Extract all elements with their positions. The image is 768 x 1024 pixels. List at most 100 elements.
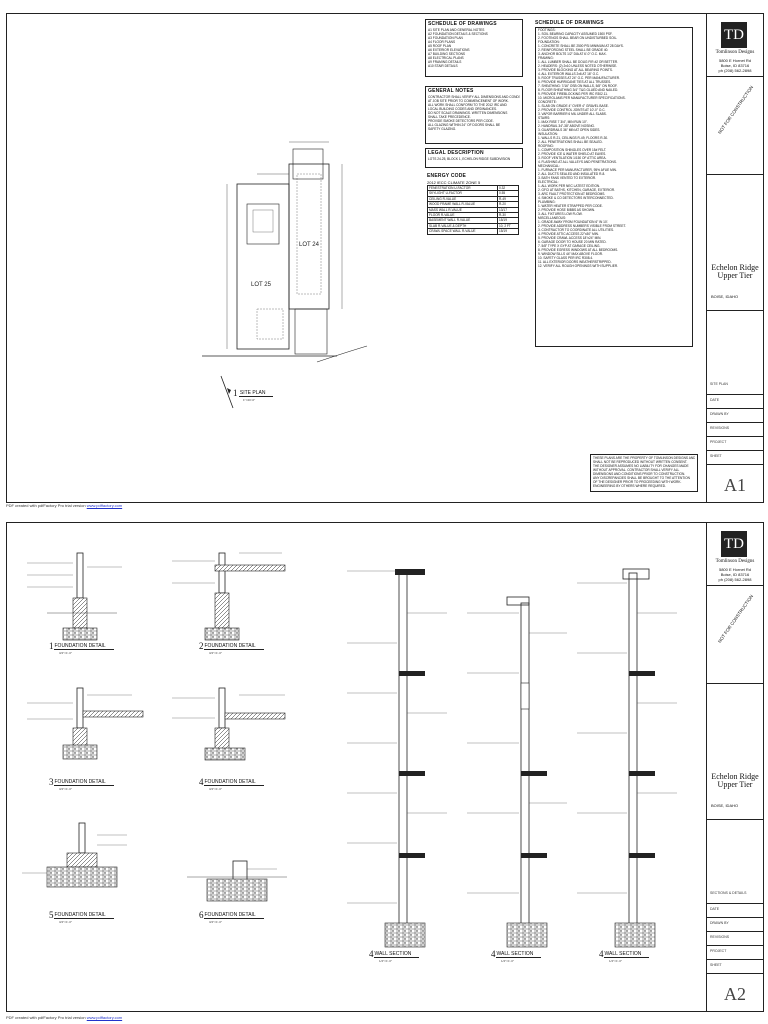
project-name: Echelon Ridge Upper Tier <box>709 773 761 789</box>
field-drawn-by: DRAWN BY <box>710 921 729 925</box>
construction-note-line: 1. CONCRETE SHALL BE 2500 PSI MINIMUM AT… <box>538 44 624 48</box>
wall-section-b-graphic <box>467 596 567 948</box>
sheet-number-a2: A2 <box>724 984 746 1004</box>
general-note-line: LOCAL BUILDING CODES AND ORDINANCES. <box>428 107 497 111</box>
legal-description-header: LEGAL DESCRIPTION <box>428 150 484 156</box>
construction-notes: SCHEDULE OF DRAWINGS FOOTINGS:1. SOIL BE… <box>533 19 695 351</box>
construction-note-line: PLUMBING: <box>538 200 556 204</box>
construction-note-line: 5. ROOF TRUSSES AT 24" O.C. PER MANUFACT… <box>538 76 620 80</box>
construction-note-line: 1. MAX RISE 7 3/4", MIN RUN 10". <box>538 120 588 124</box>
construction-note-line: 2. PROVIDE ADDRESS NUMBERS VISIBLE FROM … <box>538 224 627 228</box>
foundation-detail-4-title: 4FOUNDATION DETAIL 3/4"=1'-0" <box>199 777 264 791</box>
construction-note-line: 3. CONTRACTOR TO COORDINATE ALL UTILITIE… <box>538 228 614 232</box>
construction-note-line: 4. ALL EXTERIOR WALLS 2x6 AT 16" O.C. <box>538 72 600 76</box>
foundation-detail-4-graphic <box>172 687 286 761</box>
site-plan-title-text: SITE PLAN <box>238 390 274 398</box>
general-note-line: DO NOT SCALE DRAWINGS. WRITTEN DIMENSION… <box>428 111 508 115</box>
construction-note-line: 1. SLAB ON GRADE 4" OVER 4" GRAVEL BASE. <box>538 104 609 108</box>
construction-note-line: 3. ARC FAULT PROTECTION AT BEDROOMS. <box>538 192 606 196</box>
firm-address-line: ph (208) 562-2898 <box>718 577 752 582</box>
firm-address-line: 5800 E Hornet Rd <box>718 567 752 572</box>
legal-description: LEGAL DESCRIPTION LOTS 24-25, BLOCK 1, E… <box>425 148 523 168</box>
title-block-divider <box>707 76 763 77</box>
schedule-of-drawings: SCHEDULE OF DRAWINGS A1 SITE PLAN AND GE… <box>425 19 523 77</box>
title-block-divider <box>707 450 763 451</box>
firm-address: 5800 E Hornet Rd Boise, ID 83716 ph (208… <box>709 58 761 73</box>
field-sheet: SHEET <box>710 454 722 458</box>
field-revisions: REVISIONS <box>710 426 730 430</box>
sheet-a1: LOT 25 LOT 24 1 SITE PLAN 1"=20'-0" SCHE… <box>6 13 764 503</box>
title-block-divider <box>707 931 763 932</box>
firm-address: 5800 E Hornet Rd Boise, ID 83716 ph (208… <box>709 567 761 582</box>
detail-scale: 3/4"=1'-0" <box>209 920 222 924</box>
detail-scale: 3/4"=1'-0" <box>209 787 222 791</box>
schedule-item: A1 SITE PLAN AND GENERAL NOTES <box>428 28 485 32</box>
footer-link[interactable]: www.pdffactory.com <box>86 1015 123 1020</box>
disclaimer-line: THESE PLANS ARE THE PROPERTY OF TOMLINSO… <box>593 456 695 460</box>
wall-section-c-graphic <box>577 568 677 948</box>
schedule-item: A3 FOUNDATION PLAN <box>428 36 463 40</box>
schedule-item: A6 EXTERIOR ELEVATIONS <box>428 48 470 52</box>
firm-address-line: Boise, ID 83716 <box>720 572 750 577</box>
general-note-line: SHALL TAKE PRECEDENCE. <box>428 115 471 119</box>
construction-notes-list: FOOTINGS:1. SOIL BEARING CAPACITY ASSUME… <box>536 28 692 268</box>
field-date: DATE <box>710 907 720 911</box>
wall-sections-drawing <box>347 568 677 948</box>
section-scale: 1/4"=1'-0" <box>609 959 622 963</box>
detail-number: 2 <box>199 641 204 651</box>
construction-note-line: 8. FLOOR SHEATHING 3/4" T&G GLUED AND NA… <box>538 88 619 92</box>
schedule-item: A7 BUILDING SECTIONS <box>428 52 466 56</box>
title-block-divider <box>707 422 763 423</box>
sheet-number-a1: A1 <box>724 475 746 495</box>
section-scale: 1/4"=1'-0" <box>501 959 514 963</box>
schedule-item: A10 STAIR DETAILS <box>428 64 458 68</box>
construction-notes-header: SCHEDULE OF DRAWINGS <box>535 20 604 26</box>
field-project: PROJECT <box>710 440 727 444</box>
construction-note-line: 3. ALL FIXTURES LOW FLOW. <box>538 212 583 216</box>
firm-name: Tomlinson Designs <box>715 50 755 55</box>
field-date: DATE <box>710 398 720 402</box>
project-name-line: Echelon Ridge <box>711 772 759 781</box>
pdf-footer-2: PDF created with pdfFactory Pro trial ve… <box>6 1015 122 1020</box>
construction-note-line: 8. PROVIDE EGRESS WINDOWS AT ALL BEDROOM… <box>538 248 619 252</box>
foundation-detail-1-title: 1FOUNDATION DETAIL 3/4"=1'-0" <box>49 641 114 655</box>
field-project: PROJECT <box>710 949 727 953</box>
wall-section-c-title: 4WALL SECTION 1/4"=1'-0" <box>599 949 650 963</box>
section-number: 4 <box>369 949 374 959</box>
construction-note-line: 1. COMPOSITION SHINGLES OVER 15# FELT. <box>538 148 607 152</box>
construction-note-line: 3. ROOF VENTILATION 1/150 OF ATTIC AREA. <box>538 156 607 160</box>
firm-address-line: 5800 E Hornet Rd <box>718 58 752 63</box>
general-note-line: SAFETY GLAZING. <box>428 127 457 131</box>
project-name-line: Echelon Ridge <box>711 263 759 272</box>
foundation-detail-2-title: 2FOUNDATION DETAIL 3/4"=1'-0" <box>199 641 264 655</box>
footer-link[interactable]: www.pdffactory.com <box>86 503 123 508</box>
construction-note-line: 3. PROVIDE BLOCKING AT ALL BEARING POINT… <box>538 68 613 72</box>
construction-note-line: MISCELLANEOUS: <box>538 216 566 220</box>
construction-note-line: 1. SOIL BEARING CAPACITY ASSUMED 1500 PS… <box>538 32 613 36</box>
construction-note-line: 6. PROVIDE HURRICANE TIES AT ALL TRUSSES… <box>538 80 612 84</box>
foundation-detail-6-graphic <box>187 860 287 902</box>
site-plan-drawing: LOT 25 LOT 24 <box>202 141 368 363</box>
detail-title: FOUNDATION DETAIL <box>203 912 264 920</box>
disclaimer-line: THE DESIGNER ASSUMES NO LIABILITY FOR CH… <box>593 464 689 468</box>
section-number: 4 <box>599 949 604 959</box>
construction-note-line: 2. REINFORCING STEEL SHALL BE GRADE 40. <box>538 48 609 52</box>
energy-code-header: ENERGY CODE <box>427 173 467 179</box>
schedule-of-drawings-header: SCHEDULE OF DRAWINGS <box>428 21 497 27</box>
construction-note-line: 6. GARAGE DOOR TO HOUSE 20 MIN RATED. <box>538 240 607 244</box>
detail-number: 5 <box>49 910 54 920</box>
project-name-line: Upper Tier <box>717 271 753 280</box>
construction-note-line: 11. ALL EXTERIOR DOORS WEATHERSTRIPPED. <box>538 260 612 264</box>
general-note-line: AT JOB SITE PRIOR TO COMMENCEMENT OF WOR… <box>428 99 509 103</box>
schedule-item: A8 ELECTRICAL PLANS <box>428 56 464 60</box>
title-block-divider <box>707 917 763 918</box>
detail-number: 6 <box>199 910 204 920</box>
construction-note-line: 4. SMOKE & CO DETECTORS INTERCONNECTED. <box>538 196 614 200</box>
legal-description-text: LOTS 24-25, BLOCK 1, ECHELON RIDGE SUBDI… <box>426 157 522 161</box>
field-revisions: REVISIONS <box>710 935 730 939</box>
construction-note-line: FRAMING: <box>538 56 554 60</box>
energy-code-item: CRAWL SPACE WALL R-VALUE <box>427 228 498 235</box>
